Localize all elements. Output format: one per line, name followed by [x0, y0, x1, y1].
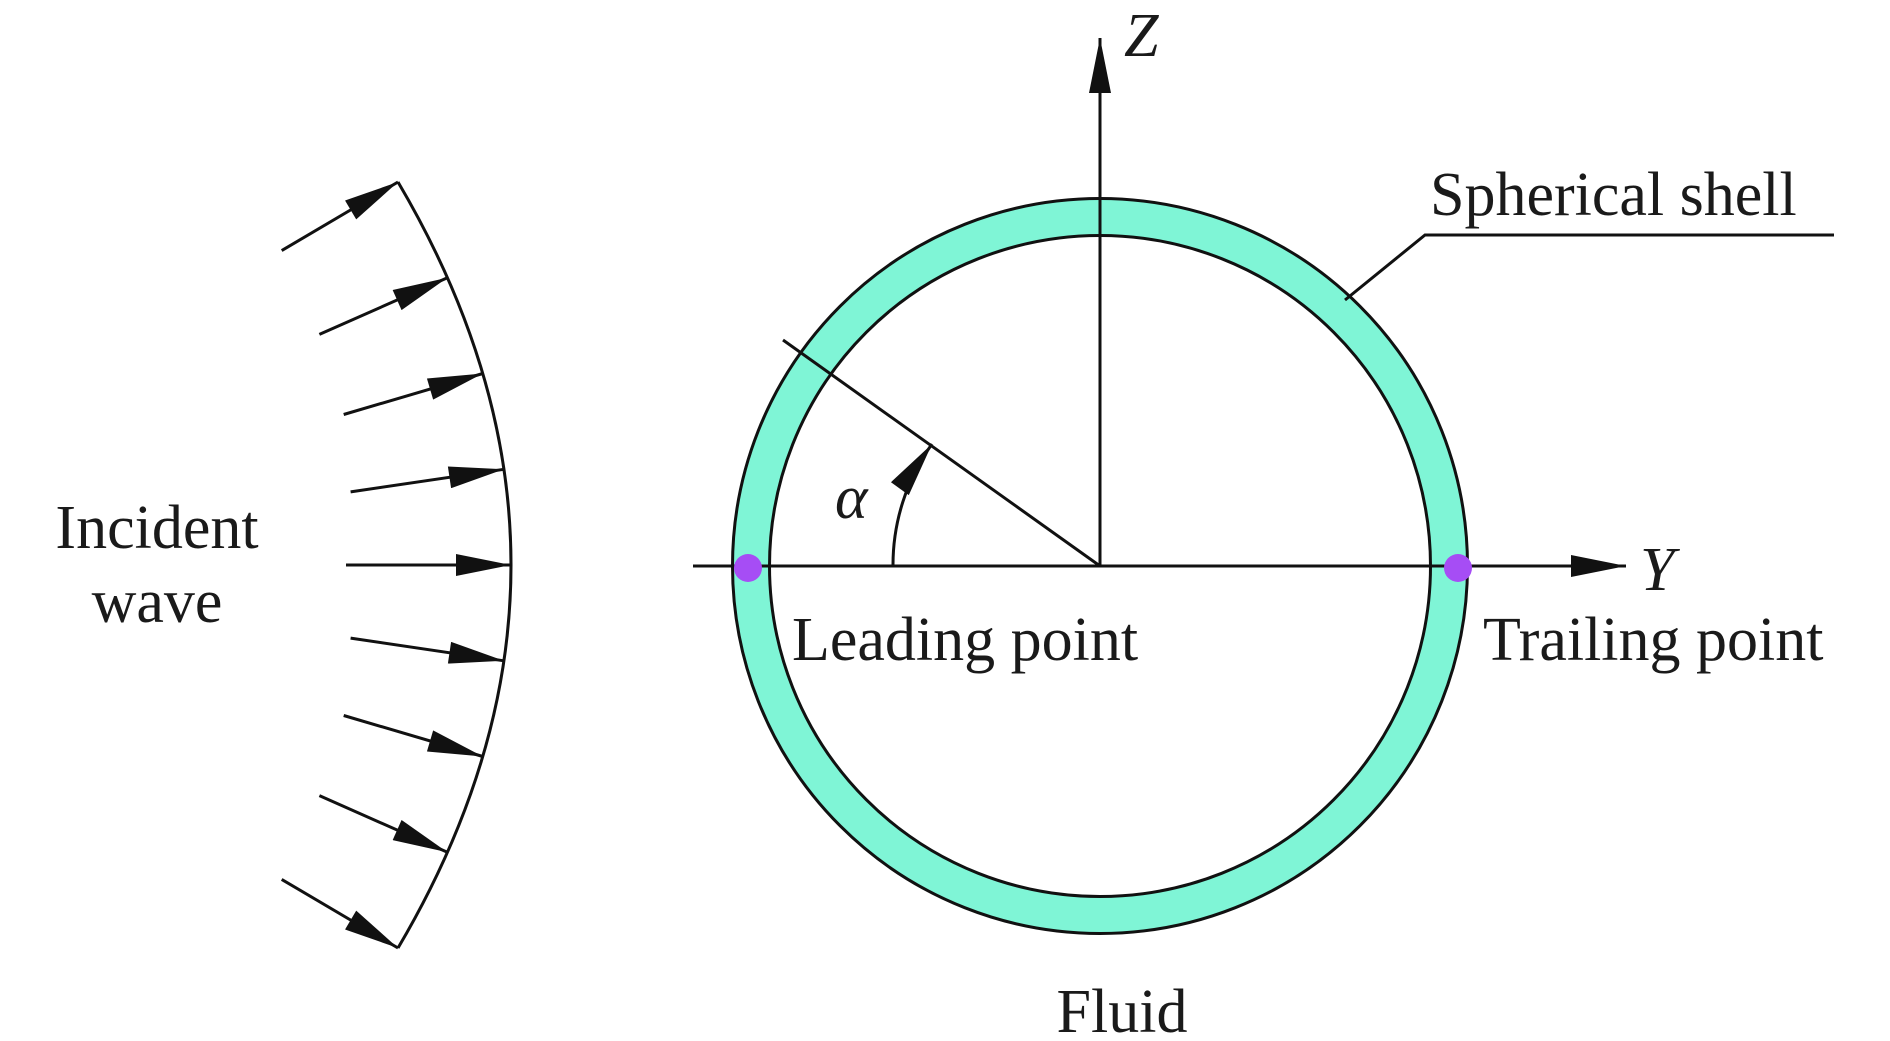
leading-point-label: Leading point [792, 606, 1138, 674]
incident-wave-arrow [350, 636, 505, 664]
alpha-arc [890, 443, 934, 567]
incident-wave-arrow [318, 794, 449, 854]
incident-wave-arrows [280, 180, 511, 950]
shell-leader-line [1344, 233, 1834, 302]
angle-alpha: α [782, 338, 1101, 568]
shell-points: Leading point Trailing point [734, 554, 1824, 674]
trailing-point-marker [1444, 554, 1472, 582]
incident-wave-arrow [280, 180, 399, 252]
alpha-label: α [835, 464, 869, 532]
leading-point-marker [734, 554, 762, 582]
incident-wave-label-line1: Incident [55, 494, 258, 562]
z-axis-label: Z [1124, 2, 1159, 70]
incident-wave-arrow [350, 466, 505, 494]
incident-wave-label-line2: wave [92, 568, 223, 636]
fluid-label: Fluid [1057, 978, 1188, 1041]
incident-wave-arrow [318, 276, 449, 336]
incident-wave: Incident wave [55, 180, 513, 950]
y-axis-label: Y [1640, 536, 1680, 604]
incident-wave-arrow [343, 714, 484, 758]
spherical-shell-label: Spherical shell [1430, 161, 1797, 229]
shell-label-group: Spherical shell [1344, 161, 1834, 302]
trailing-point-label: Trailing point [1483, 606, 1824, 674]
radius-line [782, 338, 1101, 568]
incident-wave-arrow [280, 878, 399, 950]
incident-wave-arrow [343, 372, 484, 416]
